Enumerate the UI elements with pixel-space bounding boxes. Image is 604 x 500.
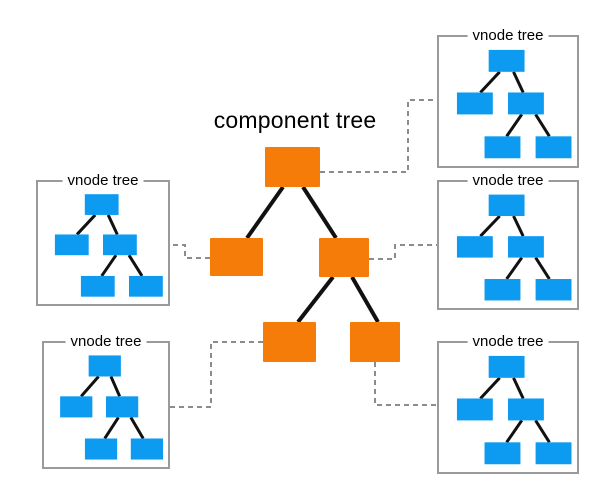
vnode-edge [507, 114, 522, 136]
component-node-root[interactable] [265, 147, 320, 187]
vnode-tree [54, 194, 163, 297]
vnode-left-child[interactable] [456, 398, 493, 421]
vnode-panel-top-right[interactable]: vnode tree [437, 26, 579, 168]
page-title: component tree [213, 107, 377, 133]
component-node-bottom-right[interactable] [350, 322, 400, 362]
connector-left-to-middle-left-panel [170, 244, 210, 259]
component-tree-edge [350, 275, 380, 324]
component-node-bottom-left[interactable] [263, 322, 316, 362]
vnode-edge [514, 72, 524, 93]
connector-right-to-middle-right-panel [369, 244, 438, 260]
vnode-left-child[interactable] [456, 236, 493, 258]
vnode-tree [456, 49, 572, 159]
vnode-leaf-right[interactable] [129, 275, 163, 297]
vnode-right-child[interactable] [508, 398, 544, 421]
component-node-right[interactable] [319, 238, 369, 277]
component-tree-edge [296, 275, 335, 324]
vnode-leaf-right[interactable] [130, 438, 164, 460]
vnode-edge [514, 216, 524, 236]
vnode-leaf-right[interactable] [535, 442, 572, 465]
vnode-left-child[interactable] [54, 234, 89, 256]
component-tree-edge [301, 185, 338, 240]
vnode-edge [514, 378, 524, 399]
vnode-panel-legend: vnode tree [62, 171, 144, 190]
vnode-edge [480, 72, 499, 93]
component-node-left[interactable] [210, 238, 263, 276]
vnode-edge [536, 420, 550, 442]
vnode-panel-legend: vnode tree [65, 332, 147, 351]
vnode-panel-middle-right[interactable]: vnode tree [437, 171, 579, 310]
vnode-root[interactable] [488, 194, 525, 217]
vnode-edge [81, 376, 98, 396]
vnode-panel-legend: vnode tree [467, 332, 549, 351]
vnode-edge [131, 417, 143, 438]
vnode-tree [456, 194, 572, 301]
vnode-right-child[interactable] [106, 396, 139, 418]
vnode-left-child[interactable] [60, 396, 93, 418]
vnode-edge [111, 376, 120, 396]
vnode-left-child[interactable] [456, 92, 493, 115]
vnode-leaf-right[interactable] [535, 136, 572, 159]
vnode-root[interactable] [488, 355, 525, 378]
vnode-right-child[interactable] [508, 236, 544, 258]
component-tree-edge [245, 185, 285, 240]
vnode-right-child[interactable] [103, 234, 137, 256]
connector-bottom-right-to-bottom-right-panel [374, 362, 438, 406]
vnode-leaf-left[interactable] [484, 279, 521, 301]
vnode-edge [480, 216, 499, 236]
vnode-edge [480, 378, 499, 399]
vnode-leaf-left[interactable] [484, 136, 521, 159]
vnode-panel-legend: vnode tree [467, 26, 549, 45]
vnode-edge [129, 255, 142, 276]
vnode-leaf-right[interactable] [535, 279, 572, 301]
vnode-edge [77, 215, 95, 235]
vnode-edge [102, 255, 116, 276]
connector-bottom-left-to-bottom-left-panel [170, 341, 263, 408]
vnode-panel-bottom-right[interactable]: vnode tree [437, 332, 579, 474]
vnode-edge [507, 258, 522, 279]
vnode-tree [60, 355, 164, 460]
vnode-panel-middle-left[interactable]: vnode tree [36, 171, 170, 306]
vnode-right-child[interactable] [508, 92, 544, 115]
vnode-leaf-left[interactable] [484, 442, 521, 465]
vnode-root[interactable] [488, 49, 525, 72]
vnode-edge [507, 420, 522, 442]
vnode-root[interactable] [88, 355, 121, 377]
vnode-panel-legend: vnode tree [467, 171, 549, 190]
vnode-edge [536, 258, 550, 279]
vnode-edge [108, 215, 117, 235]
vnode-edge [105, 417, 119, 438]
vnode-edge [536, 114, 550, 136]
vnode-leaf-left[interactable] [80, 275, 115, 297]
vnode-panel-bottom-left[interactable]: vnode tree [42, 332, 170, 469]
vnode-tree [456, 355, 572, 465]
vnode-root[interactable] [84, 194, 119, 215]
vnode-leaf-left[interactable] [84, 438, 118, 460]
